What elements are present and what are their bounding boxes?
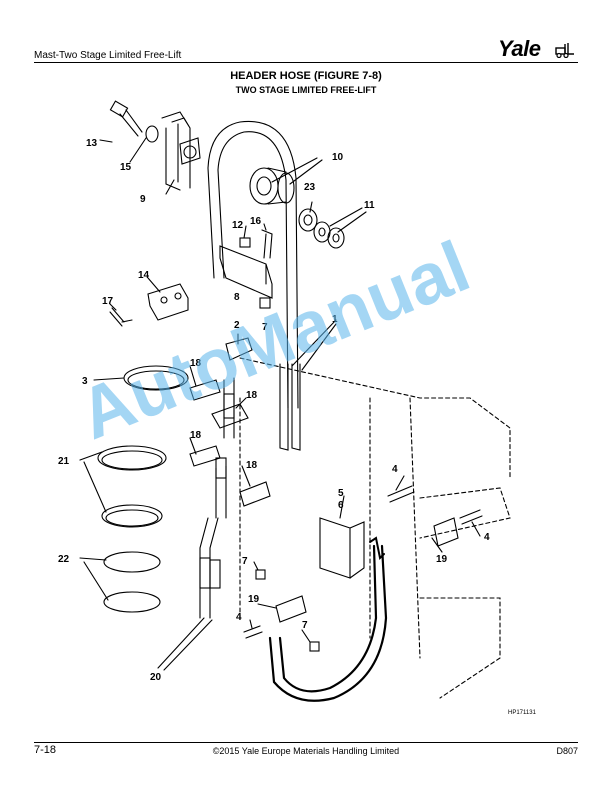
page-header: Mast-Two Stage Limited Free-Lift Yale [34,36,578,64]
hose-clamp-21a [97,445,167,471]
callout-14: 14 [138,270,150,281]
callout-7c: 7 [302,620,308,631]
callout-5: 5 [338,488,344,499]
bracket-19b [275,595,307,623]
callout-15: 15 [120,162,132,173]
hose-clamp-22a [103,551,161,573]
callout-12: 12 [232,220,244,231]
washer-11b [327,227,345,249]
callout-4b: 4 [484,532,490,543]
callout-18a: 18 [190,358,202,369]
callout-11: 11 [364,200,375,211]
mast-rail-1 [279,363,301,451]
document-code: D807 [556,746,578,756]
hose-loop [207,120,299,409]
callout-7: 7 [262,322,268,333]
callout-6: 6 [338,500,344,511]
page-title: HEADER HOSE (FIGURE 7-8) [230,70,382,82]
bolt-17 [109,307,133,327]
bolt-4a [387,485,415,503]
callout-19b: 19 [248,594,260,605]
callout-23: 23 [304,182,316,193]
nut-7c [309,641,320,652]
hose-clamp-22b [103,591,161,613]
callout-3: 3 [82,376,88,387]
callout-18d: 18 [246,460,258,471]
callout-1: 1 [332,314,338,325]
section-title: Mast-Two Stage Limited Free-Lift [34,50,182,61]
callout-19a: 19 [436,554,448,565]
lower-hose [268,544,388,702]
bolt-4b [459,509,483,525]
callout-13: 13 [86,138,98,149]
nut-12 [239,237,251,248]
page-subtitle: TWO STAGE LIMITED FREE-LIFT [235,85,377,95]
callout-18b: 18 [246,390,258,401]
nut-7 [259,297,271,309]
callout-2: 2 [234,320,240,331]
bolt-13 [109,100,143,137]
logo-text: Yale [498,36,541,61]
fitting-18a [189,379,221,401]
sheave-10 [249,167,295,205]
bracket-19 [433,517,459,547]
plate-8 [219,245,273,299]
fitting-18b [211,403,249,429]
bracket-9 [161,111,191,191]
hose-clamp-3 [123,365,189,391]
clamp-14 [147,283,189,321]
hose-clamp-21b [101,504,163,528]
exploded-parts-diagram: 13 15 9 10 23 11 12 16 14 8 17 2 7 1 18 … [58,100,511,702]
callout-22: 22 [58,554,70,565]
callout-18c: 18 [190,430,202,441]
callout-4c: 4 [236,612,242,623]
callout-10: 10 [332,152,344,163]
callout-4a: 4 [392,464,398,475]
page-number: 7-18 [34,744,57,756]
callout-8: 8 [234,292,240,303]
footer-rule [34,742,578,743]
washer-15 [145,125,159,143]
callout-20: 20 [150,672,162,683]
hose-end-2 [225,337,253,361]
fitting-18d [239,481,271,507]
copyright: ©2015 Yale Europe Materials Handling Lim… [212,746,400,756]
forklift-icon [555,43,574,58]
callout-17: 17 [102,296,114,307]
figure-id: HP171131 [508,710,536,716]
callout-16: 16 [250,216,262,227]
callout-21: 21 [58,456,70,467]
callout-7b: 7 [242,556,248,567]
bolt-4c [243,625,263,639]
header-rule [34,62,578,63]
bolt-16 [261,229,273,259]
yale-logo: Yale [498,36,578,61]
nut-7b [255,569,266,580]
bracket-5-6 [319,517,365,579]
callout-9: 9 [140,194,146,205]
washer-23 [298,208,318,232]
